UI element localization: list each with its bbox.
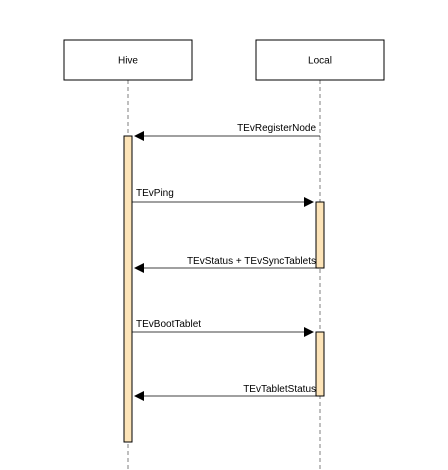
message-boot-tablet: TEvBootTablet	[132, 319, 314, 337]
participant-hive: Hive	[63, 39, 193, 81]
message-label: TEvPing	[136, 188, 174, 199]
participant-box-local	[255, 39, 385, 81]
participant-box-hive	[63, 39, 193, 81]
participant-label-hive: Hive	[118, 56, 138, 67]
arrowhead-left	[134, 131, 144, 141]
activation-hive	[123, 135, 133, 443]
message-label: TEvRegisterNode	[237, 123, 316, 134]
arrowhead-left	[134, 391, 144, 401]
participant-label-local: Local	[308, 56, 332, 67]
message-label: TEvTabletStatus	[243, 384, 316, 395]
message-tablet-status: TEvTabletStatus	[134, 384, 316, 401]
participant-local: Local	[255, 39, 385, 81]
activation-local-2	[315, 331, 325, 397]
arrowhead-right	[304, 197, 314, 207]
arrowhead-right	[304, 327, 314, 337]
message-label: TEvStatus + TEvSyncTablets	[187, 256, 316, 267]
message-label: TEvBootTablet	[136, 319, 201, 330]
message-status-sync-tablets: TEvStatus + TEvSyncTablets	[134, 256, 316, 273]
arrowhead-left	[134, 263, 144, 273]
message-ping: TEvPing	[132, 188, 314, 207]
message-register-node: TEvRegisterNode	[134, 123, 320, 141]
activation-local-1	[315, 201, 325, 269]
